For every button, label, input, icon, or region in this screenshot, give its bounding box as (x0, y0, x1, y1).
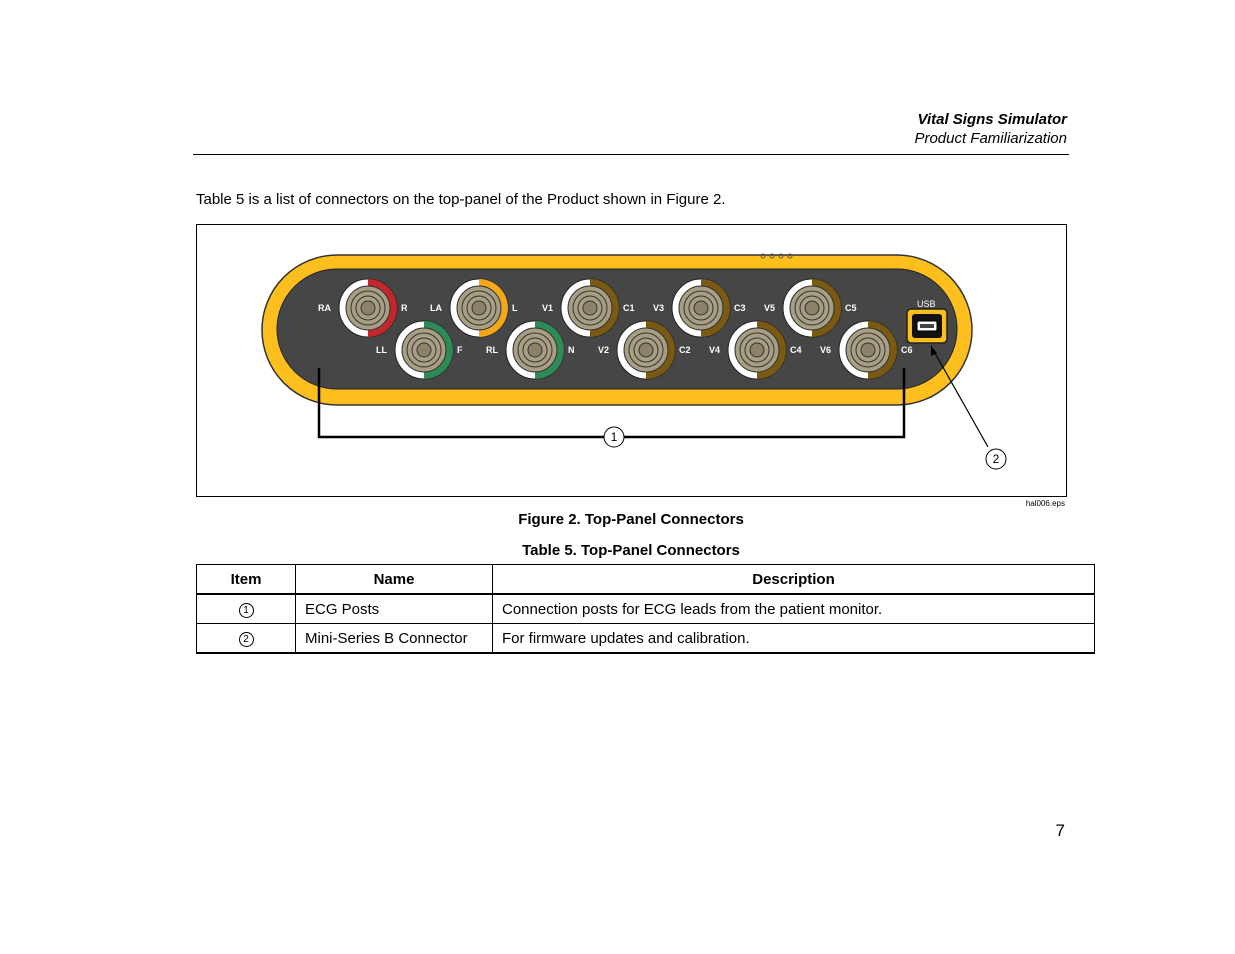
name-cell: ECG Posts (295, 593, 493, 624)
connector-label: RA (318, 303, 331, 313)
description-cell: Connection posts for ECG leads from the … (492, 593, 1095, 624)
ecg-post-rl (505, 320, 565, 380)
ecg-post-v4 (727, 320, 787, 380)
item-cell: 2 (196, 623, 296, 654)
connector-label: C3 (734, 303, 746, 313)
ecg-post-v5 (782, 278, 842, 338)
connector-label: LA (430, 303, 442, 313)
column-header-description: Description (492, 564, 1095, 595)
figure-file-label: hal006.eps (1025, 499, 1065, 508)
section-title: Product Familiarization (914, 130, 1067, 147)
name-cell: Mini-Series B Connector (295, 623, 493, 654)
column-header-name: Name (295, 564, 493, 595)
connector-label: C4 (790, 345, 802, 355)
connector-label: L (512, 303, 518, 313)
connector-label: N (568, 345, 575, 355)
connector-label: V5 (764, 303, 775, 313)
connector-label: R (401, 303, 408, 313)
column-header-item: Item (196, 564, 296, 595)
ecg-post-v1 (560, 278, 620, 338)
table-caption: Table 5. Top-Panel Connectors (522, 542, 740, 559)
connector-label: LL (376, 345, 387, 355)
connector-label: V1 (542, 303, 553, 313)
document-title: Vital Signs Simulator (917, 111, 1067, 128)
page-number: 7 (1055, 821, 1065, 840)
connectors-table: Item Name Description 1 ECG Posts Connec… (196, 564, 1095, 654)
table-row: 2 Mini-Series B Connector For firmware u… (196, 623, 1095, 654)
connector-label: V2 (598, 345, 609, 355)
callout-1-circle (603, 426, 625, 448)
connector-label: C5 (845, 303, 857, 313)
callout-2-circle (985, 448, 1007, 470)
callout-2-number: 2 (993, 452, 1000, 466)
description-cell: For firmware updates and calibration. (492, 623, 1095, 654)
callout-2-arrowhead (931, 346, 937, 356)
ecg-post-v3 (671, 278, 731, 338)
item-number: 2 (238, 632, 254, 647)
connector-label: F (457, 345, 463, 355)
connector-label: V3 (653, 303, 664, 313)
item-number: 1 (238, 603, 254, 618)
figure-caption: Figure 2. Top-Panel Connectors (518, 511, 744, 528)
connector-label: C2 (679, 345, 691, 355)
table-row: 1 ECG Posts Connection posts for ECG lea… (196, 593, 1095, 624)
connector-label: V6 (820, 345, 831, 355)
ecg-post-v2 (616, 320, 676, 380)
indicator-dots (760, 253, 793, 259)
intro-paragraph: Table 5 is a list of connectors on the t… (196, 191, 726, 208)
callout-2-leader (930, 345, 989, 448)
ecg-post-la (449, 278, 509, 338)
ecg-post-v6 (838, 320, 898, 380)
ecg-post-ra (338, 278, 398, 338)
connector-label: C1 (623, 303, 635, 313)
usb-port (906, 308, 948, 344)
ecg-post-ll (394, 320, 454, 380)
usb-label: USB (917, 299, 936, 309)
item-cell: 1 (196, 593, 296, 624)
callout-1-number: 1 (611, 430, 618, 444)
connector-label: V4 (709, 345, 720, 355)
connector-label: C6 (901, 345, 913, 355)
header-divider (193, 154, 1069, 155)
connector-label: RL (486, 345, 498, 355)
table-header-row: Item Name Description (196, 564, 1095, 595)
